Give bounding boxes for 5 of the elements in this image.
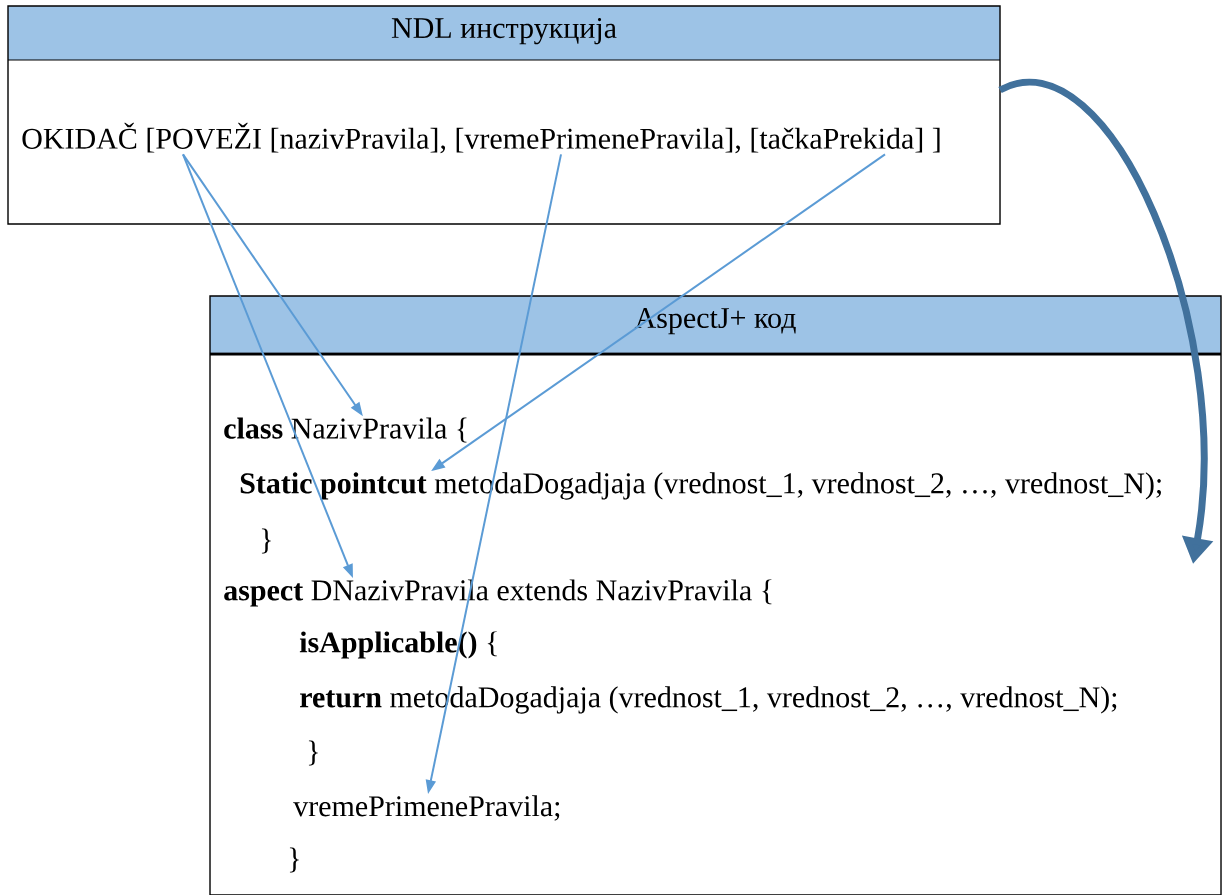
code-line: } <box>308 740 318 766</box>
code-line: vremePrimenePravila; <box>293 795 560 821</box>
instruction-text: OKIDAČ [POVEŽI [nazivPravila], [vremePrimenePravila], [tačkaPrekida] ] <box>22 122 940 154</box>
code-line: } <box>289 847 299 873</box>
code-line: } <box>261 528 271 554</box>
